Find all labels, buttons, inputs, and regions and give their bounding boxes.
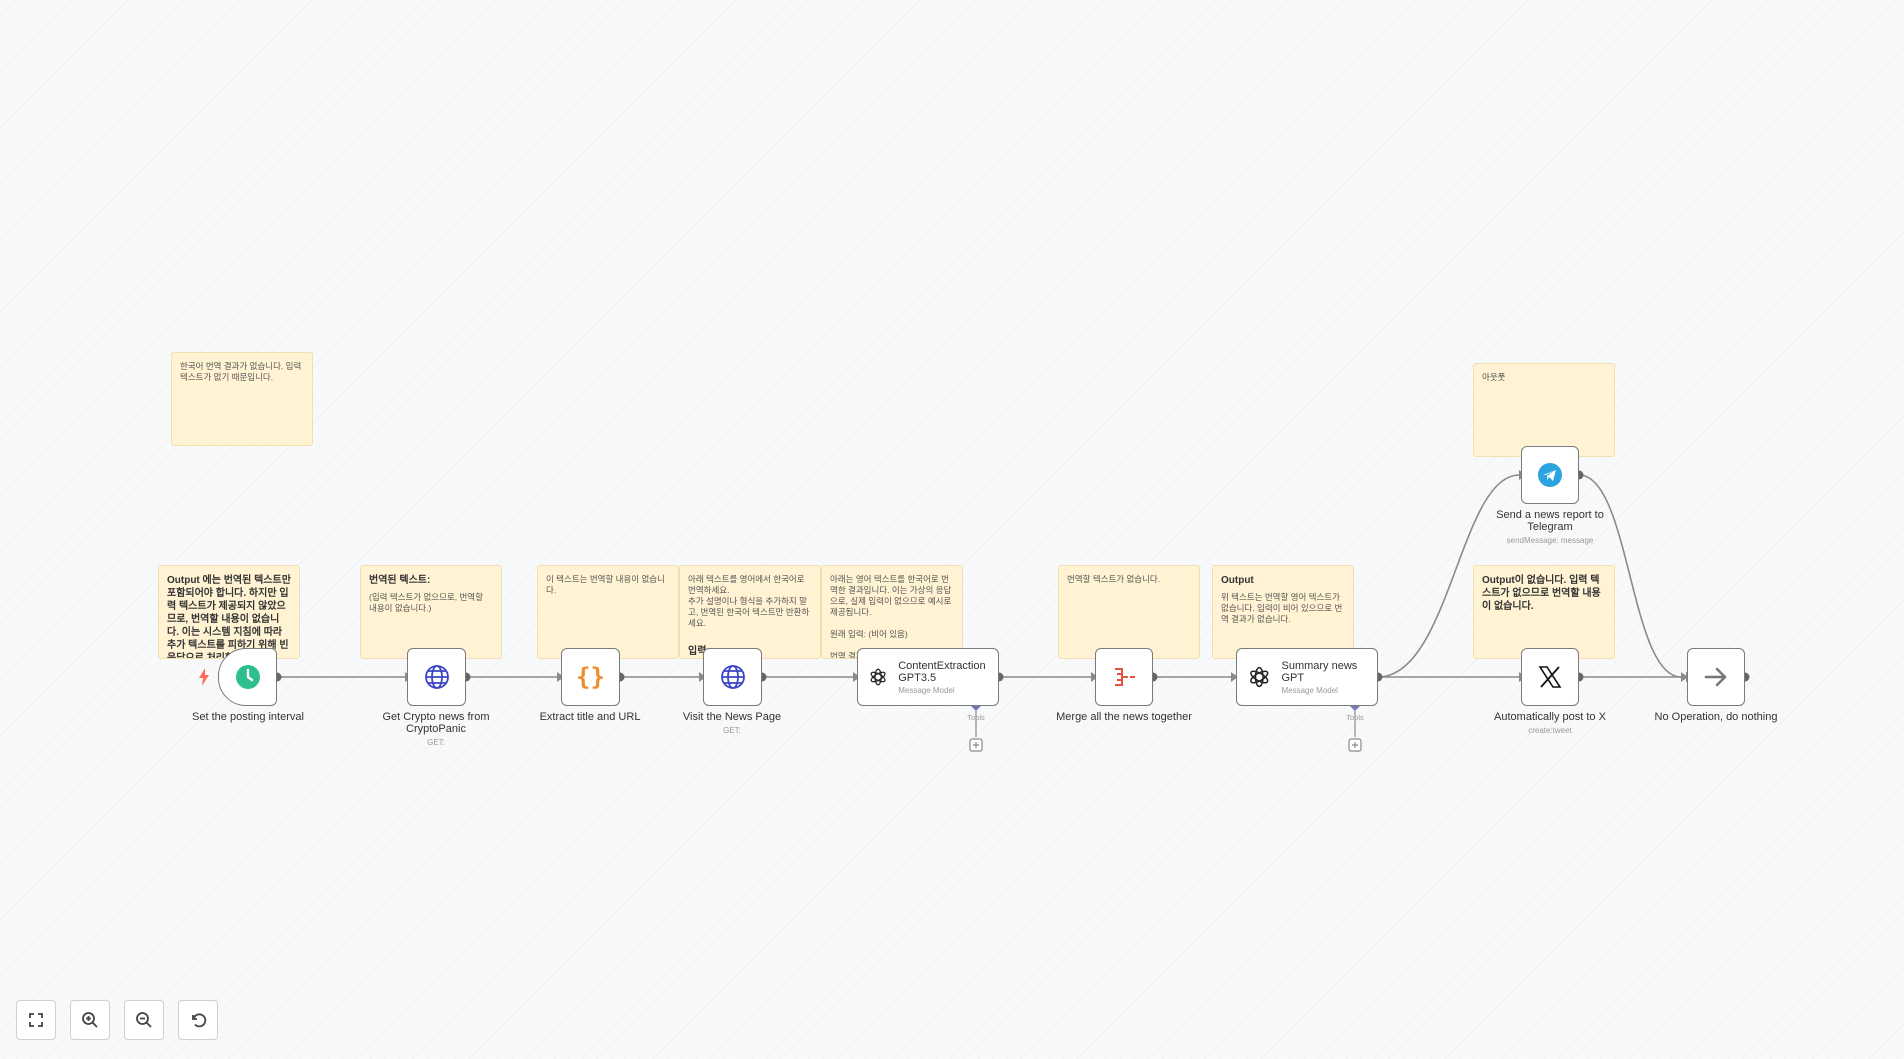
- zoom-in-icon: [82, 1012, 98, 1028]
- sticky-note[interactable]: Output 에는 번역된 텍스트만 포함되어야 합니다. 하지만 입력 텍스트…: [158, 565, 300, 659]
- connection: [1578, 474, 1682, 678]
- sticky-note-text: 아래는 영어 텍스트를 한국어로 번역한 결과입니다. 이는 가상의 응답으로,…: [830, 574, 952, 659]
- node-merge-news[interactable]: [1095, 648, 1153, 706]
- node-label: No Operation, do nothing: [1646, 711, 1786, 723]
- braces-icon: {}: [576, 663, 605, 691]
- node-name: ContentExtraction GPT3.5: [898, 659, 986, 684]
- sticky-note-heading: 입력: [688, 646, 707, 657]
- merge-icon: [1115, 668, 1135, 686]
- node-label: Send a news report to Telegram sendMessa…: [1480, 509, 1620, 547]
- node-extract-title-url[interactable]: {}: [561, 648, 620, 706]
- reset-zoom-button[interactable]: [178, 1000, 218, 1040]
- fit-view-icon: [29, 1013, 43, 1027]
- node-subtitle: Message Model: [898, 685, 955, 695]
- sticky-note-text: 한국어 번역 결과가 없습니다. 입력 텍스트가 없기 때문입니다.: [180, 361, 302, 382]
- node-summary-news[interactable]: Summary news GPT Message Model: [1236, 648, 1378, 706]
- sticky-note-text: 번역할 텍스트가 없습니다.: [1067, 574, 1161, 584]
- node-name: Summary news GPT: [1281, 659, 1358, 684]
- node-name: Merge all the news together: [1056, 711, 1192, 723]
- connection: [1377, 474, 1520, 678]
- sticky-note-title: 번역된 텍스트:: [369, 575, 431, 586]
- node-subtitle: GET:: [427, 738, 445, 747]
- sticky-note[interactable]: 아래 텍스트를 영어에서 한국어로 번역하세요. 추가 설명이나 형식을 추가하…: [679, 565, 821, 659]
- sticky-note[interactable]: Output 위 텍스트는 번역할 영어 텍스트가 없습니다. 입력이 비어 있…: [1212, 565, 1354, 659]
- tools-port-label: Tools: [1346, 713, 1364, 722]
- sticky-note[interactable]: 아웃풋: [1473, 363, 1615, 457]
- sticky-note[interactable]: Output이 없습니다. 입력 텍스트가 없으므로 번역할 내용이 없습니다.: [1473, 565, 1615, 659]
- clock-icon: [235, 665, 260, 689]
- node-name: Extract title and URL: [539, 711, 641, 723]
- node-post-to-x[interactable]: [1521, 648, 1579, 706]
- sticky-note-text: 위 텍스트는 번역할 영어 텍스트가 없습니다. 입력이 비어 있으므로 번역 …: [1221, 592, 1343, 624]
- trigger-bolt-icon: [199, 668, 209, 686]
- node-label: Automatically post to X create:tweet: [1480, 711, 1620, 737]
- node-name: Send a news report to Telegram: [1496, 509, 1604, 533]
- sticky-note[interactable]: 번역할 텍스트가 없습니다.: [1058, 565, 1200, 659]
- node-visit-news-page[interactable]: [703, 648, 762, 706]
- sticky-note[interactable]: 아래는 영어 텍스트를 한국어로 번역한 결과입니다. 이는 가상의 응답으로,…: [821, 565, 963, 659]
- node-subtitle: Message Model: [1281, 685, 1338, 695]
- globe-icon: [720, 665, 745, 689]
- tools-port-label: Tools: [967, 713, 985, 722]
- sticky-note-title: Output이 없습니다. 입력 텍스트가 없으므로 번역할 내용이 없습니다.: [1482, 575, 1601, 612]
- node-subtitle: GET:: [723, 726, 741, 735]
- x-logo-icon: [1538, 666, 1562, 688]
- sticky-note-text: 이 텍스트는 번역할 내용이 없습니다.: [546, 574, 665, 595]
- zoom-out-icon: [136, 1012, 152, 1028]
- zoom-in-button[interactable]: [70, 1000, 110, 1040]
- node-get-crypto-news[interactable]: [407, 648, 466, 706]
- openai-icon: [870, 668, 886, 686]
- node-subtitle: create:tweet: [1528, 726, 1572, 735]
- openai-icon: [1250, 666, 1269, 688]
- sticky-note[interactable]: 번역된 텍스트: (입력 텍스트가 없으므로, 번역할 내용이 없습니다.): [360, 565, 502, 659]
- zoom-out-button[interactable]: [124, 1000, 164, 1040]
- node-label: Visit the News Page GET:: [662, 711, 802, 737]
- node-label: Merge all the news together: [1054, 711, 1194, 723]
- sticky-note-title: Output: [1221, 575, 1254, 586]
- node-name: Get Crypto news from CryptoPanic: [382, 711, 490, 735]
- sticky-note[interactable]: 이 텍스트는 번역할 내용이 없습니다.: [537, 565, 679, 659]
- node-schedule-trigger[interactable]: [218, 648, 277, 706]
- sticky-note-text: 아래 텍스트를 영어에서 한국어로 번역하세요. 추가 설명이나 형식을 추가하…: [688, 574, 810, 628]
- node-content-extraction[interactable]: ContentExtraction GPT3.5 Message Model: [857, 648, 999, 706]
- node-name: Set the posting interval: [192, 711, 304, 723]
- fit-view-button[interactable]: [16, 1000, 56, 1040]
- node-telegram[interactable]: [1521, 446, 1579, 504]
- node-name: Visit the News Page: [682, 711, 782, 723]
- node-label: Get Crypto news from CryptoPanic GET:: [366, 711, 506, 749]
- sticky-note[interactable]: 한국어 번역 결과가 없습니다. 입력 텍스트가 없기 때문입니다.: [171, 352, 313, 446]
- node-label: Set the posting interval: [178, 711, 318, 723]
- telegram-icon: [1538, 463, 1562, 487]
- sticky-note-text: (입력 텍스트가 없으므로, 번역할 내용이 없습니다.): [369, 592, 483, 613]
- sticky-note-text: 아웃풋: [1482, 372, 1506, 382]
- node-name: Automatically post to X: [1494, 711, 1606, 723]
- arrow-right-icon: [1704, 667, 1727, 687]
- sticky-note-title: Output 에는 번역된 텍스트만 포함되어야 합니다. 하지만 입력 텍스트…: [167, 575, 291, 659]
- globe-icon: [424, 665, 449, 689]
- node-name: No Operation, do nothing: [1654, 711, 1778, 723]
- node-subtitle: sendMessage: message: [1506, 536, 1594, 545]
- undo-icon: [192, 1013, 207, 1028]
- node-no-operation[interactable]: [1687, 648, 1745, 706]
- node-label: Extract title and URL: [520, 711, 660, 723]
